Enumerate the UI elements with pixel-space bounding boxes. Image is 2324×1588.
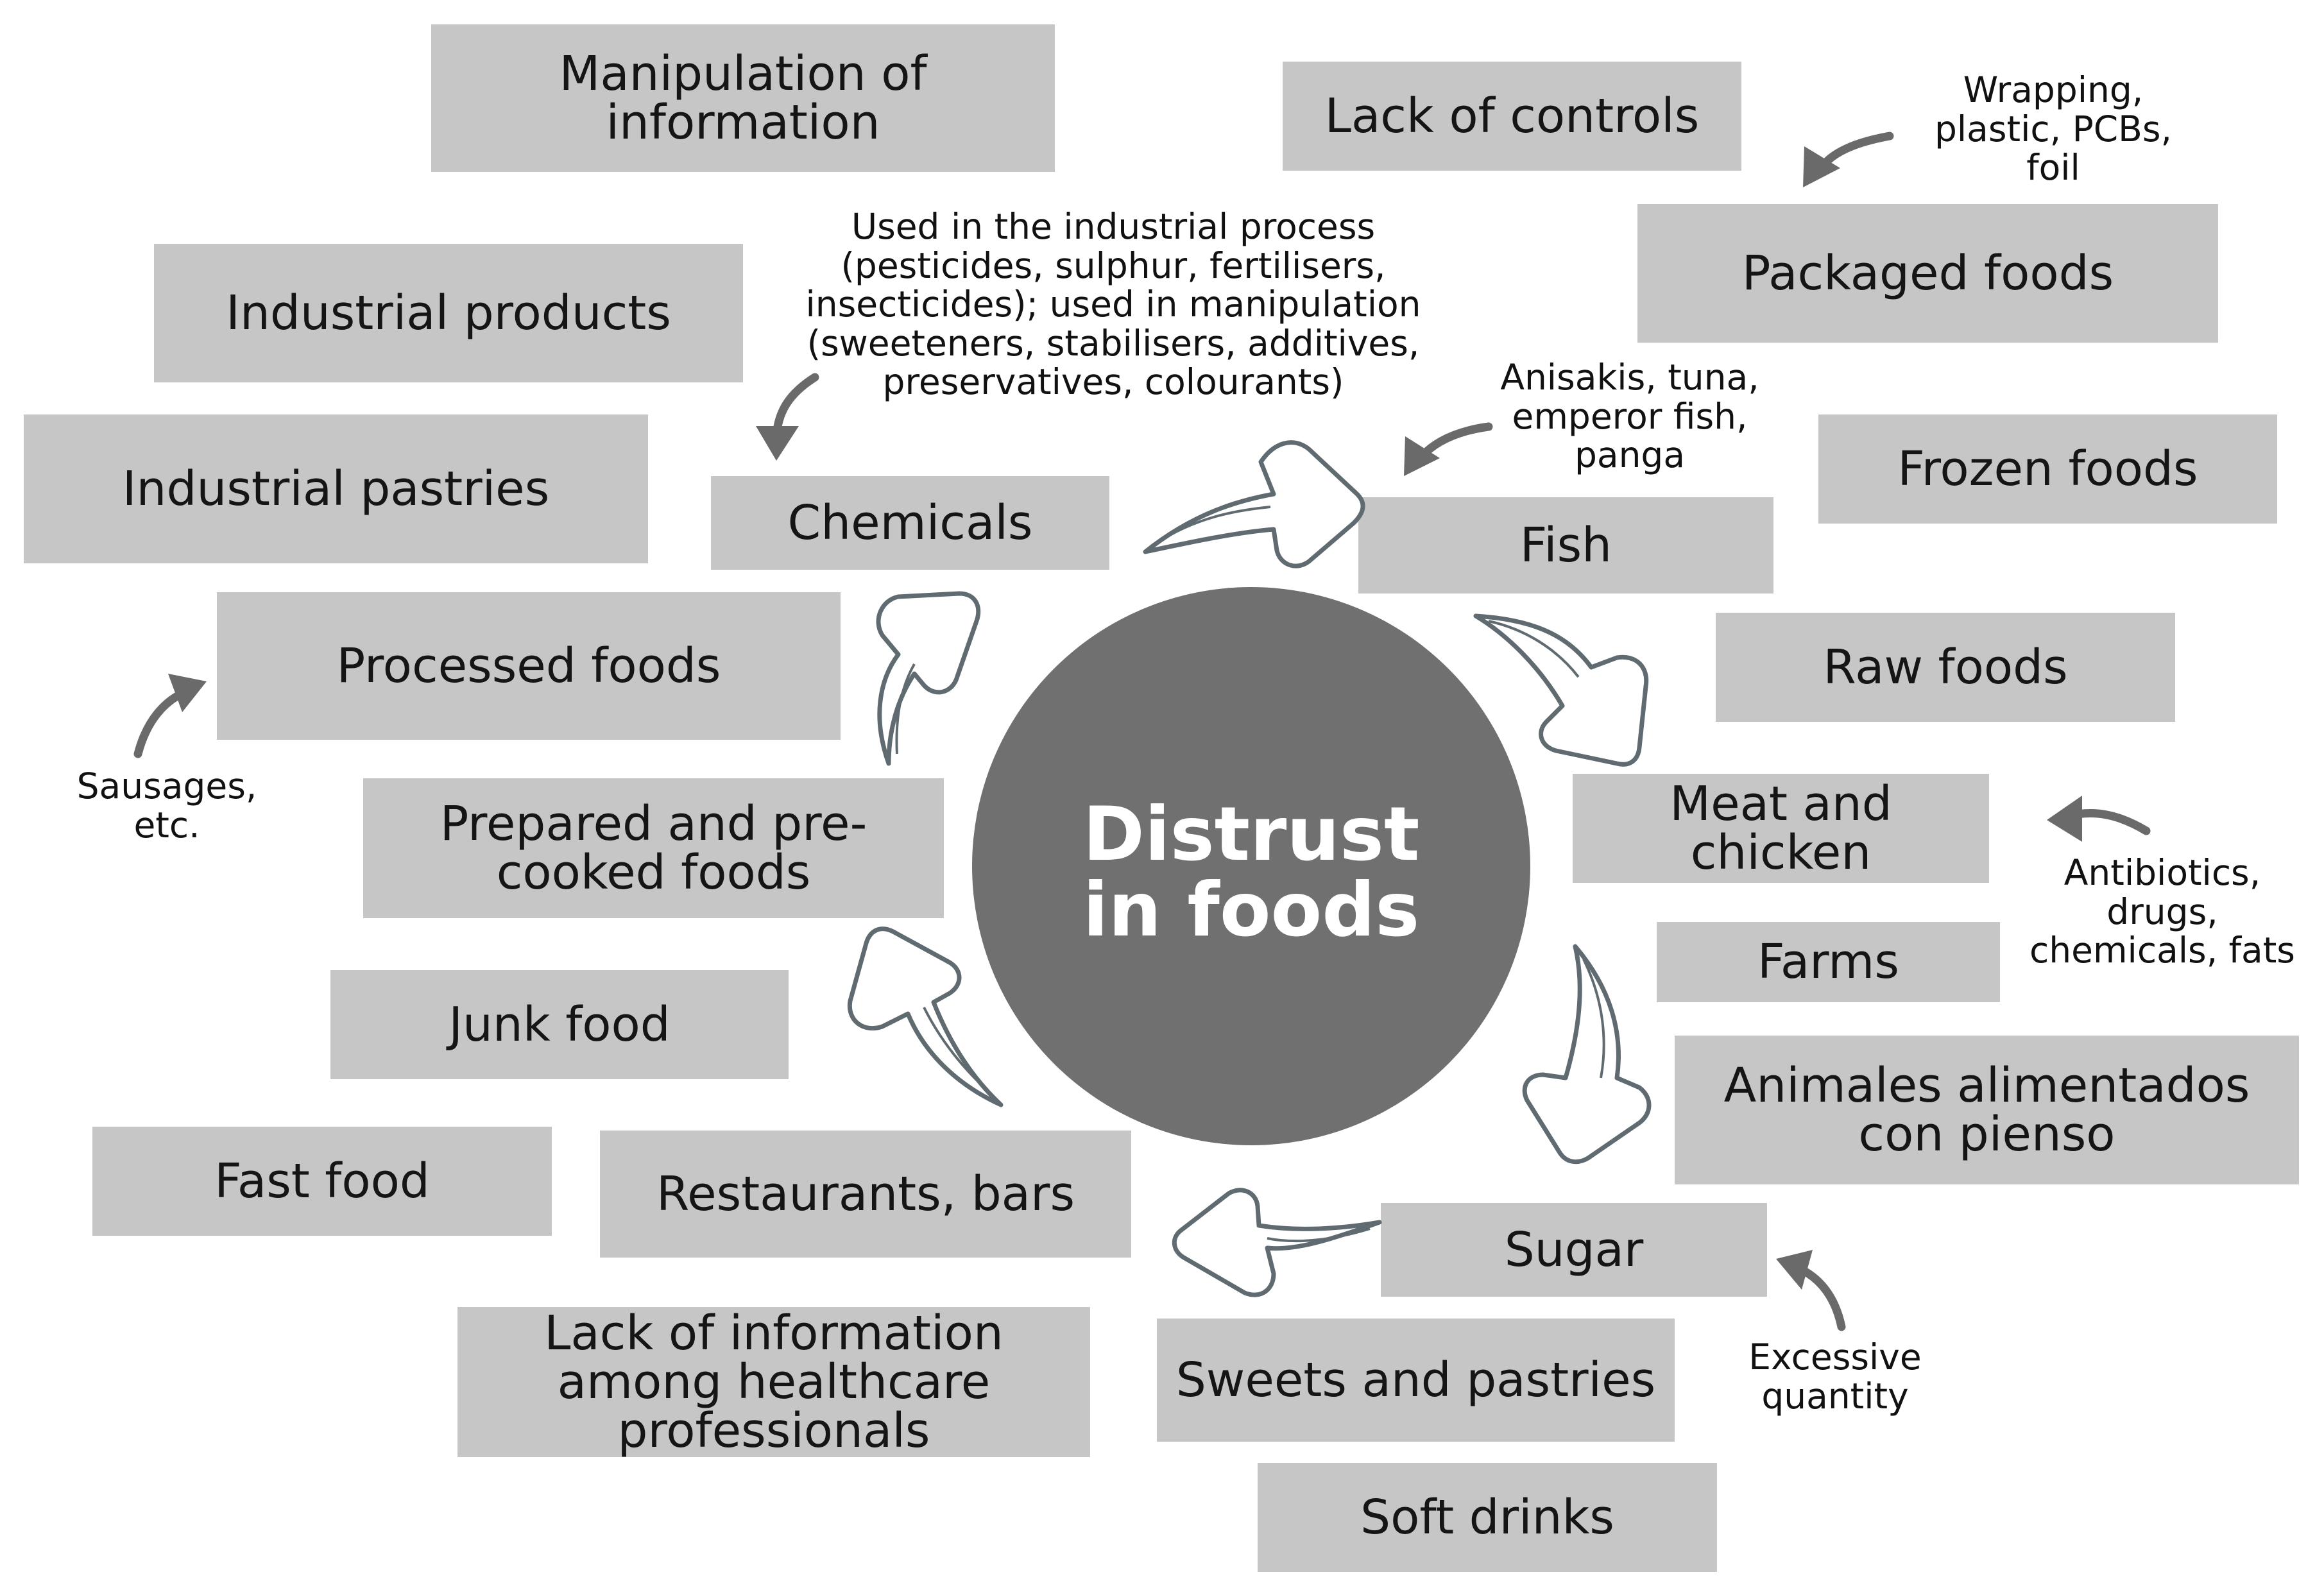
box-soft-drinks: Soft drinks: [1258, 1463, 1717, 1572]
cycle-arrow-right: [1522, 944, 1652, 1165]
note-antibiotics: Antibiotics, drugs, chemicals, fats: [2029, 852, 2295, 971]
box-sweets-and-pastries: Sweets and pastries: [1157, 1319, 1675, 1442]
box-lack-of-information: Lack of information among healthcare pro…: [457, 1307, 1090, 1457]
box-lack-of-controls: Lack of controls: [1283, 62, 1741, 171]
central-circle: Distrust in foods: [972, 587, 1530, 1145]
central-title: Distrust in foods: [1082, 790, 1420, 953]
pointer-wrapping-to-packaged: [1803, 132, 1894, 187]
cycle-arrow-left: [876, 591, 981, 766]
box-restaurants-bars: Restaurants, bars: [600, 1131, 1131, 1258]
note-fish-types: Anisakis, tuna, emperor fish, panga: [1500, 357, 1759, 475]
pointer-excessive-to-sugar: [1776, 1250, 1846, 1331]
note-industrial-process: Used in the industrial process (pesticid…: [805, 206, 1421, 402]
box-packaged-foods: Packaged foods: [1637, 204, 2218, 343]
box-chemicals: Chemicals: [711, 476, 1109, 570]
box-junk-food: Junk food: [330, 970, 789, 1079]
box-industrial-pastries: Industrial pastries: [24, 414, 648, 563]
box-sugar: Sugar: [1381, 1203, 1767, 1297]
pointer-antibiotics-to-meat: [2047, 796, 2151, 842]
box-industrial-products: Industrial products: [154, 244, 743, 382]
box-fish: Fish: [1358, 497, 1773, 593]
box-frozen-foods: Frozen foods: [1818, 414, 2277, 524]
note-sausages: Sausages, etc.: [76, 765, 257, 846]
box-farms: Farms: [1657, 922, 2000, 1002]
box-processed-foods: Processed foods: [217, 592, 841, 740]
cycle-arrow-lower-left: [847, 926, 1004, 1107]
box-prepared-foods: Prepared and pre- cooked foods: [363, 778, 944, 918]
box-raw-foods: Raw foods: [1716, 613, 2175, 722]
box-meat-and-chicken: Meat and chicken: [1573, 774, 1989, 883]
box-fast-food: Fast food: [92, 1127, 552, 1236]
pointer-sausages-to-processed: [133, 674, 207, 758]
box-manipulation-of-information: Manipulation of information: [431, 24, 1055, 172]
box-animals-fed-with-feed: Animales alimentados con pienso: [1675, 1036, 2299, 1184]
cycle-arrow-top: [1143, 440, 1365, 568]
note-wrapping: Wrapping, plastic, PCBs, foil: [1934, 69, 2173, 188]
cycle-arrow-bottom: [1172, 1188, 1382, 1297]
note-excessive-quantity: Excessive quantity: [1748, 1336, 1922, 1417]
